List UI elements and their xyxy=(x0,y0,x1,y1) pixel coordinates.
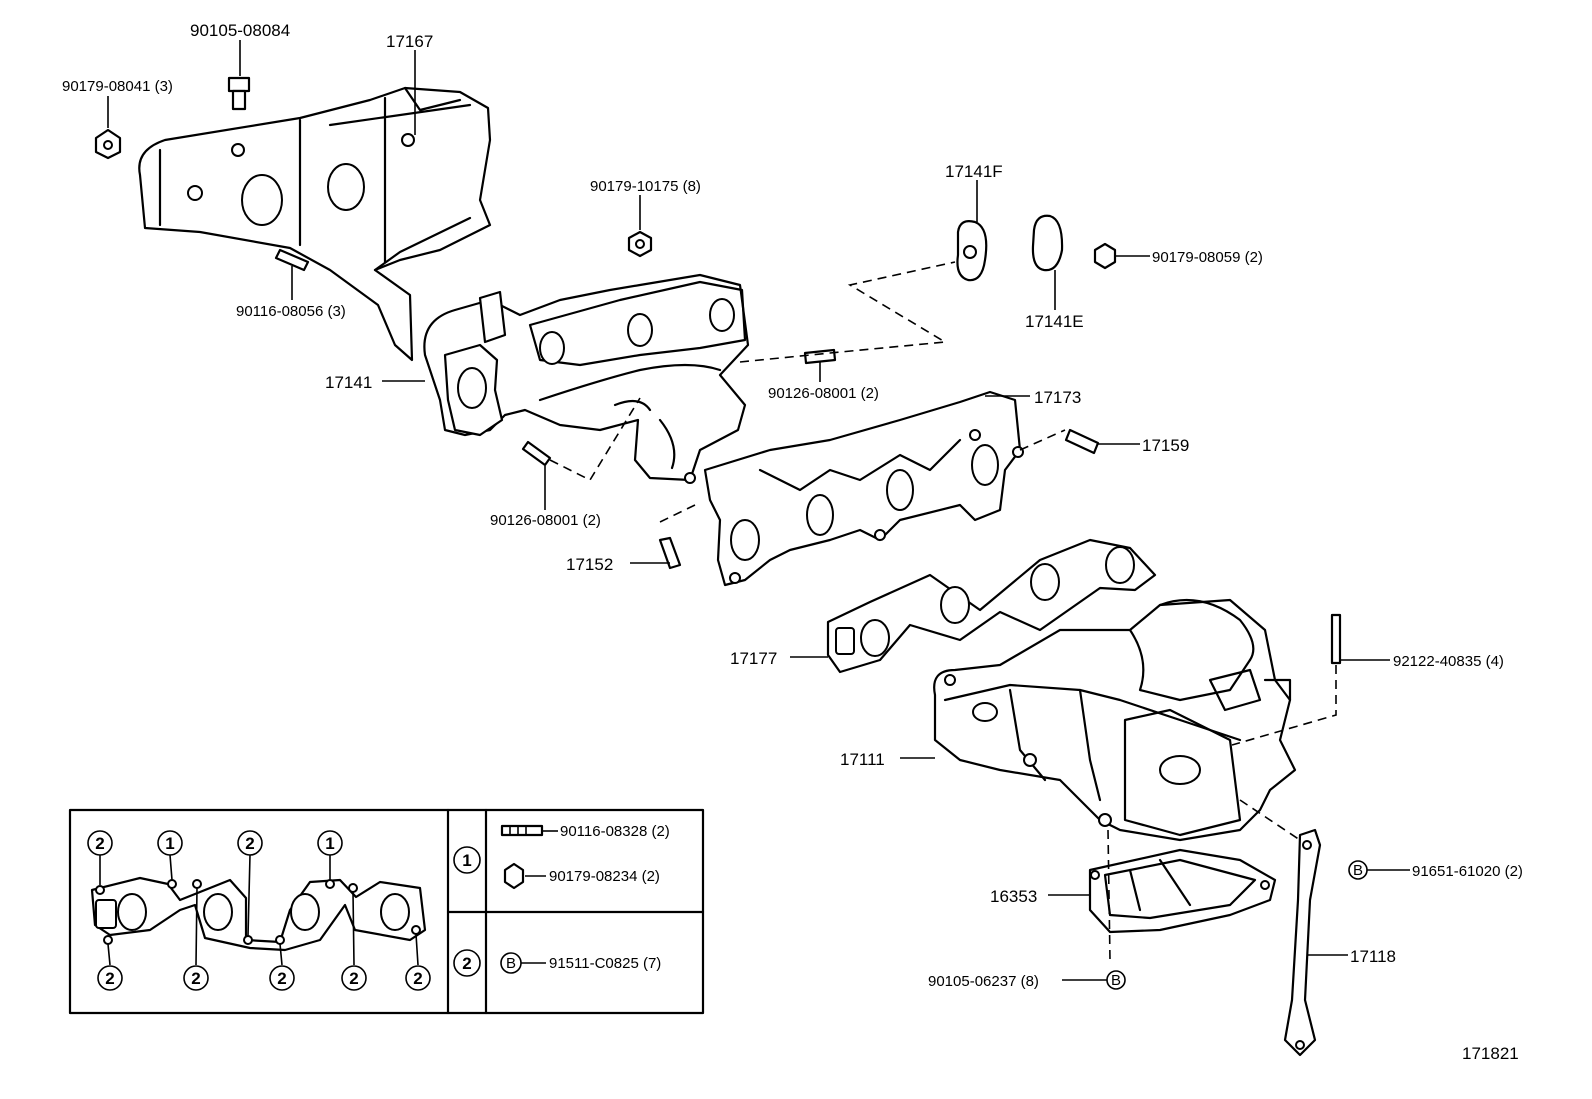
exhaust-manifold-17141 xyxy=(423,273,750,484)
label-17141: 17141 xyxy=(325,373,372,392)
diagram-id: 171821 xyxy=(1462,1044,1519,1063)
inset-gasket xyxy=(90,876,427,952)
bolt-90105-08084 xyxy=(227,40,251,111)
inset-box: 2 1 2 1 2 2 2 2 2 1 90116-08328 (2) xyxy=(68,808,705,1015)
label-17167: 17167 xyxy=(386,32,433,51)
callout-2: 2 xyxy=(105,969,114,988)
label-17118: 17118 xyxy=(1350,947,1396,966)
callout-2: 2 xyxy=(349,969,358,988)
label-90126-08001-lower: 90126-08001 (2) xyxy=(490,512,601,529)
svg-text:B: B xyxy=(1111,972,1121,989)
nut-90179-10175 xyxy=(627,195,653,258)
svg-text:B: B xyxy=(1353,862,1363,879)
bracket-17118 xyxy=(1283,828,1348,1057)
stud-92122-40835 xyxy=(1231,613,1390,746)
callout-1: 1 xyxy=(325,834,334,853)
legend-part-90116-08328: 90116-08328 (2) xyxy=(560,823,670,840)
nut-90179-08041 xyxy=(94,96,122,160)
label-17177: 17177 xyxy=(730,649,777,668)
nut-90179-08059 xyxy=(1093,242,1150,270)
legend-marker-1: 1 xyxy=(462,851,471,870)
label-17141F: 17141F xyxy=(945,162,1003,181)
stud-90126-08001-lower xyxy=(521,440,552,510)
callout-2: 2 xyxy=(191,969,200,988)
label-17141E: 17141E xyxy=(1025,312,1084,331)
callout-2: 2 xyxy=(413,969,422,988)
label-16353: 16353 xyxy=(990,887,1037,906)
stud-icon xyxy=(500,824,558,837)
stud-17152 xyxy=(630,536,682,570)
gasket-17141F xyxy=(956,180,988,282)
label-90179-08041: 90179-08041 (3) xyxy=(62,78,173,95)
stud-90126-08001-upper xyxy=(803,348,837,382)
b-marker-right: B xyxy=(1348,860,1410,880)
heat-insulator-17167 xyxy=(138,86,492,362)
legend-marker-2: 2 xyxy=(462,954,471,973)
b-marker-bottom: B xyxy=(1062,970,1126,990)
label-17111: 17111 xyxy=(840,750,885,769)
label-92122-40835: 92122-40835 (4) xyxy=(1393,653,1504,670)
label-90116-08056: 90116-08056 (3) xyxy=(236,303,346,320)
label-90105-08084: 90105-08084 xyxy=(190,21,290,40)
gasket-17177 xyxy=(826,538,1157,674)
label-90179-08059: 90179-08059 (2) xyxy=(1152,249,1263,266)
label-17152: 17152 xyxy=(566,555,613,574)
callout-2: 2 xyxy=(245,834,254,853)
stud-17159 xyxy=(1019,428,1140,455)
label-91651-61020: 91651-61020 (2) xyxy=(1412,863,1523,880)
legend-marker-b: B xyxy=(506,955,516,972)
gasket-17173 xyxy=(703,390,1024,587)
label-17173: 17173 xyxy=(1034,388,1081,407)
label-90126-08001-upper: 90126-08001 (2) xyxy=(768,385,879,402)
label-17159: 17159 xyxy=(1142,436,1189,455)
plate-17141E xyxy=(1031,214,1064,310)
nut-icon xyxy=(503,862,546,890)
cover-16353 xyxy=(1048,799,1301,961)
callout-2: 2 xyxy=(95,834,104,853)
intake-manifold-17111 xyxy=(933,598,1297,842)
label-90179-10175: 90179-10175 (8) xyxy=(590,178,701,195)
label-90105-06237: 90105-06237 (8) xyxy=(928,973,1039,990)
callout-1: 1 xyxy=(165,834,174,853)
callout-2: 2 xyxy=(277,969,286,988)
legend-part-91511-C0825: 91511-C0825 (7) xyxy=(549,955,661,972)
stud-90116-08056 xyxy=(274,248,310,300)
legend-part-90179-08234: 90179-08234 (2) xyxy=(549,868,660,885)
